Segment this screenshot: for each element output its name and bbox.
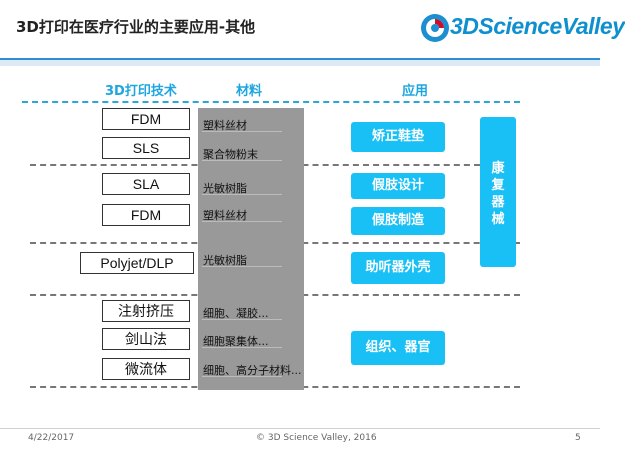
tech-box-fdm-2: FDM (102, 204, 190, 226)
material-underline (202, 194, 282, 195)
material-underline (202, 266, 282, 267)
tech-box-sls: SLS (102, 137, 190, 159)
header-divider (0, 58, 600, 60)
rehab-devices-box (480, 117, 516, 267)
column-header-application: 应用 (402, 84, 429, 99)
material-label: 细胞、高分子材料... (203, 364, 302, 377)
header-divider-shadow (0, 60, 600, 66)
material-label: 光敏树脂 (203, 182, 247, 195)
page-title: 3D打印在医疗行业的主要应用-其他 (16, 18, 256, 36)
material-label: 塑料丝材 (203, 119, 247, 132)
application-box-orthotic-insoles: 矫正鞋垫 (351, 122, 445, 152)
material-label: 塑料丝材 (203, 209, 247, 222)
material-underline (202, 160, 282, 161)
material-column-background (198, 108, 304, 390)
material-underline (202, 347, 282, 348)
material-underline (202, 221, 282, 222)
logo-text: 3DScienceValley (450, 13, 625, 39)
material-label: 聚合物粉末 (203, 148, 258, 161)
tech-box-kenzan: 剑山法 (102, 328, 190, 350)
application-box-hearing-aid-shell: 助听器外壳 (351, 252, 445, 284)
footer-page-number: 5 (575, 433, 581, 443)
footer-copyright: © 3D Science Valley, 2016 (256, 433, 377, 443)
logo-icon (421, 14, 449, 42)
material-label: 光敏树脂 (203, 254, 247, 267)
application-box-prosthesis-manufacturing: 假肢制造 (351, 207, 445, 235)
material-underline (202, 319, 282, 320)
tech-box-sla: SLA (102, 173, 190, 195)
column-header-material: 材料 (236, 84, 263, 99)
material-underline (202, 131, 282, 132)
tech-box-fdm: FDM (102, 108, 190, 130)
tech-box-microfluidics: 微流体 (102, 358, 190, 380)
application-box-tissue-organ: 组织、器官 (351, 331, 445, 365)
tech-box-injection-extrusion: 注射挤压 (102, 300, 190, 322)
row-divider (22, 101, 520, 103)
material-label: 细胞、凝胶... (203, 307, 269, 320)
column-header-tech: 3D打印技术 (105, 84, 177, 99)
rehab-devices-label: 康 复 器 械 (491, 161, 505, 227)
material-underline (202, 376, 282, 377)
footer-divider (0, 428, 600, 429)
footer-date: 4/22/2017 (28, 433, 75, 443)
application-box-prosthesis-design: 假肢设计 (351, 173, 445, 199)
material-label: 细胞聚集体... (203, 335, 269, 348)
tech-box-polyjet-dlp: Polyjet/DLP (80, 252, 194, 274)
